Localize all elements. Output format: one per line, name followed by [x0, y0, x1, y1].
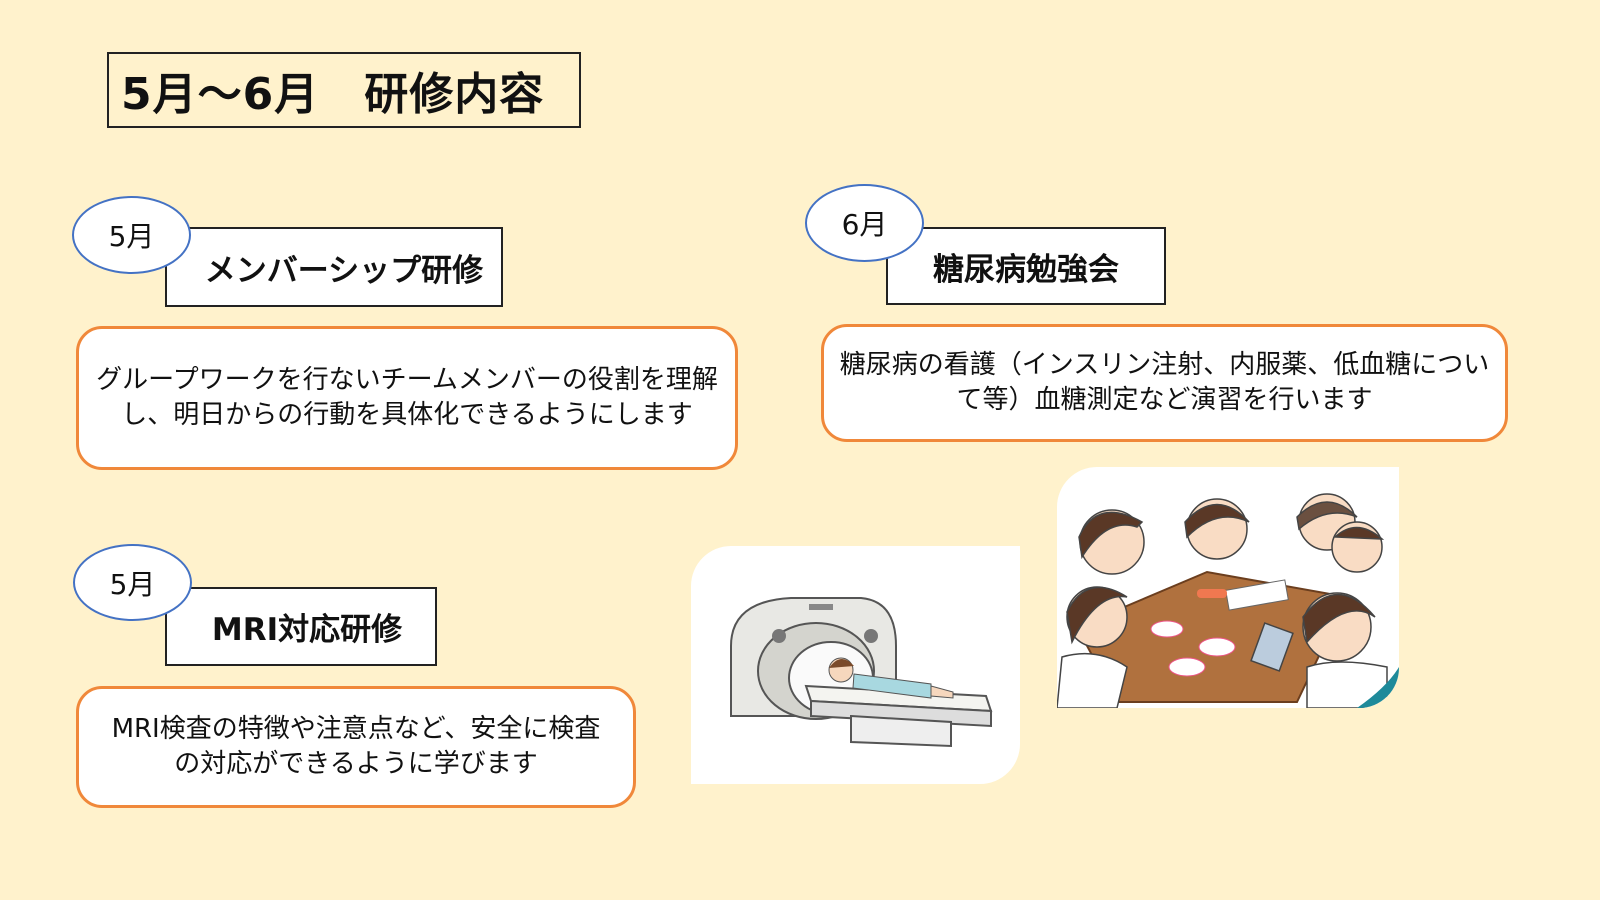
section-label-mri: MRI対応研修 [165, 587, 437, 666]
month-badge-1: 5月 [72, 196, 191, 274]
month-badge-2: 6月 [805, 184, 924, 262]
section-description-membership: グループワークを行ないチームメンバーの役割を理解し、明日からの行動を具体化できる… [76, 326, 738, 470]
mri-illustration [691, 546, 1020, 784]
month-badge-3: 5月 [73, 544, 192, 621]
section-label-membership: メンバーシップ研修 [165, 227, 503, 307]
section-description-diabetes: 糖尿病の看護（インスリン注射、内服薬、低血糖について等）血糖測定など演習を行いま… [821, 324, 1508, 442]
section-label-diabetes: 糖尿病勉強会 [886, 227, 1166, 305]
page-title: 5月～6月 研修内容 [107, 52, 581, 128]
nurses-study-illustration [1057, 467, 1399, 708]
section-description-mri: MRI検査の特徴や注意点など、安全に検査の対応ができるように学びます [76, 686, 636, 808]
